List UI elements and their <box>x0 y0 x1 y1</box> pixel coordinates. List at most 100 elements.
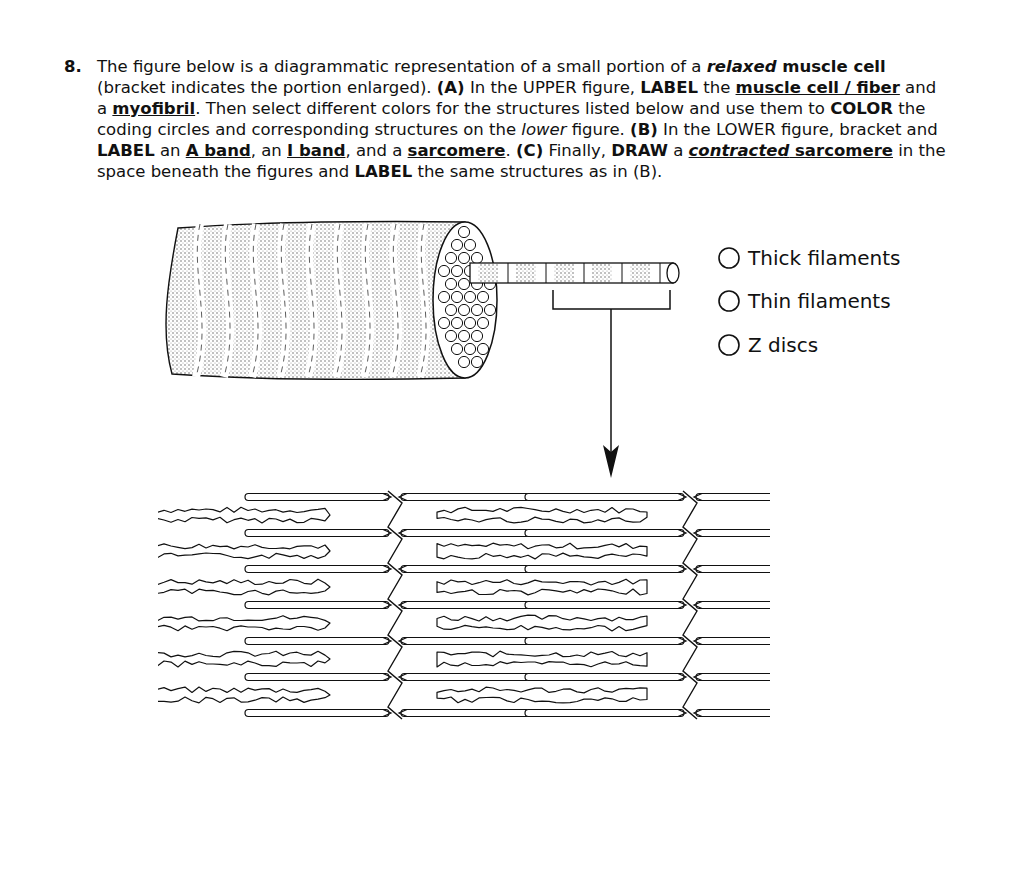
question-number: 8. <box>64 57 82 76</box>
striation <box>392 224 398 377</box>
z-disc-link <box>678 638 702 645</box>
myofibril-line <box>508 263 509 283</box>
z-disc-link <box>383 494 407 501</box>
thick-filament <box>158 544 330 559</box>
thin-filament <box>696 602 770 609</box>
thick-filament <box>158 579 330 595</box>
striation-edge <box>252 224 258 377</box>
thin-filament <box>525 602 684 609</box>
myofibril-section <box>438 265 449 276</box>
thick-filament <box>437 615 647 631</box>
myofibril-section <box>464 239 475 250</box>
striation <box>252 224 258 377</box>
thin-filament <box>245 602 389 609</box>
myofibril-section <box>477 317 488 328</box>
coding-circle <box>719 335 739 355</box>
myofibril-section <box>471 356 482 367</box>
thin-filament <box>525 494 684 501</box>
myofibril-section <box>477 343 488 354</box>
instruction-text: contracted <box>689 141 790 160</box>
myofibril-section <box>464 343 475 354</box>
striation-edge <box>364 224 370 377</box>
myofibril-section <box>484 304 495 315</box>
striation-edge <box>224 224 230 377</box>
myofibril <box>470 263 673 283</box>
myofibril-section <box>458 304 469 315</box>
thin-filament <box>245 566 389 573</box>
thick-filament <box>437 579 647 595</box>
myofibril-section <box>458 356 469 367</box>
instruction-text: (B) <box>630 120 658 139</box>
legend-item: Z discs <box>716 332 818 358</box>
myofibril-section <box>445 252 456 263</box>
instruction-text: . <box>506 141 517 160</box>
thin-filament <box>525 530 684 537</box>
legend-text: Z discs <box>748 333 818 357</box>
coding-circle <box>716 288 742 314</box>
myofibril-end <box>667 263 679 283</box>
myofibril-line <box>622 263 623 283</box>
instruction-text: myofibril <box>112 99 195 118</box>
coding-circle <box>716 245 742 271</box>
myofibril-section <box>471 330 482 341</box>
instruction-text: muscle cell / fiber <box>736 78 900 97</box>
z-disc-link <box>678 494 702 501</box>
myofibril-section <box>451 239 462 250</box>
instruction-text: an <box>155 141 186 160</box>
legend-item: Thin filaments <box>716 288 891 314</box>
myofibril-section <box>464 317 475 328</box>
striation-edge <box>336 224 342 377</box>
z-disc-link <box>383 530 407 537</box>
z-disc-link <box>383 566 407 573</box>
thin-filament <box>245 530 389 537</box>
thin-filament <box>245 494 389 501</box>
instruction-text: A band <box>186 141 251 160</box>
z-disc-link <box>678 710 702 717</box>
thin-filament <box>696 494 770 501</box>
arrow-head <box>603 445 619 478</box>
z-disc-link <box>678 674 702 681</box>
legend-text: Thin filaments <box>748 289 891 313</box>
instruction-text: relaxed <box>707 57 777 76</box>
z-disc-link <box>383 602 407 609</box>
thick-filament <box>437 651 647 667</box>
striation <box>364 224 370 377</box>
thin-filament <box>245 638 389 645</box>
myofibril-section <box>451 343 462 354</box>
instruction-text: In the LOWER figure, bracket and <box>658 120 938 139</box>
striation <box>224 224 230 377</box>
z-disc-link <box>678 530 702 537</box>
thick-filament <box>158 687 330 703</box>
striation-edge <box>196 224 202 377</box>
instruction-text: I band <box>287 141 345 160</box>
myofibril-section <box>451 317 462 328</box>
striation-edge <box>420 224 426 377</box>
z-disc-link <box>383 710 407 717</box>
myofibril-band <box>630 264 650 282</box>
thick-filament <box>437 543 647 559</box>
instruction-text: LABEL <box>97 141 155 160</box>
instruction-text: LABEL <box>640 78 698 97</box>
myofibril-band <box>554 264 574 282</box>
question-text: The figure below is a diagrammatic repre… <box>97 56 947 182</box>
legend-item: Thick filaments <box>716 245 901 271</box>
thick-filament <box>158 507 330 523</box>
myofibril-band <box>478 264 498 282</box>
bracket <box>553 290 670 458</box>
thin-filament <box>245 674 389 681</box>
striation <box>308 224 314 377</box>
thin-filament <box>525 638 684 645</box>
thick-filament <box>437 507 647 523</box>
instruction-text: muscle cell <box>777 57 886 76</box>
myofibril-section <box>464 291 475 302</box>
instruction-text: (C) <box>516 141 543 160</box>
myofibril-band <box>592 264 612 282</box>
sarcomere-filaments <box>158 491 770 719</box>
z-disc-link <box>383 674 407 681</box>
instruction-text: In the UPPER figure, <box>465 78 641 97</box>
instruction-text: The figure below is a diagrammatic repre… <box>97 57 707 76</box>
myofibril-section <box>458 330 469 341</box>
striation-edge <box>308 224 314 377</box>
instruction-text: lower <box>521 120 566 139</box>
myofibril-section <box>471 252 482 263</box>
